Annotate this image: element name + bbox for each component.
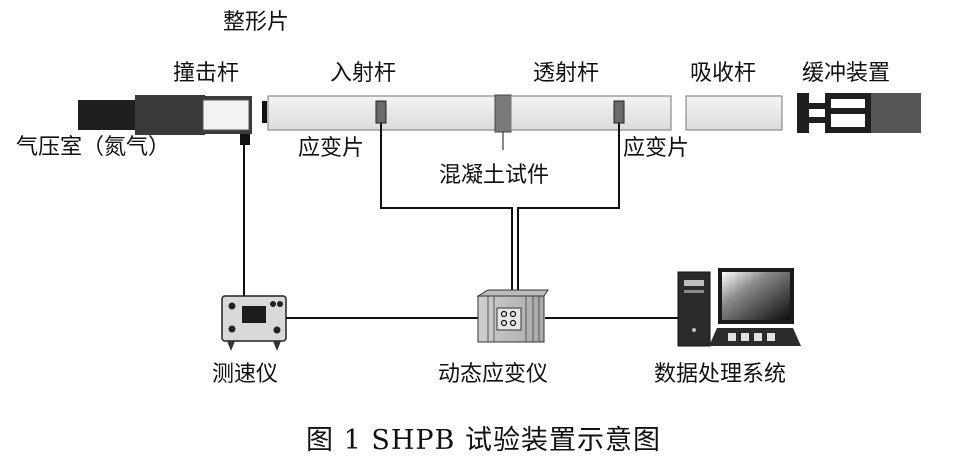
buffer-device-label: 缓冲装置 (802, 61, 891, 86)
monitor-icon (718, 268, 794, 324)
velocimeter-icon (221, 295, 287, 351)
concrete-specimen (494, 94, 512, 133)
computer-tower-icon (677, 271, 711, 347)
absorption-bar-label: 吸收杆 (690, 61, 757, 86)
keyboard-icon (709, 328, 801, 346)
absorption-bar (685, 95, 783, 131)
transmission-bar (510, 95, 672, 131)
strain-gauge-right-label: 应变片 (623, 136, 690, 161)
strain-gauge-left (375, 100, 387, 124)
strain-meter-icon (476, 289, 549, 343)
concrete-specimen-label: 混凝土试件 (439, 163, 550, 188)
pulse-shaper-label: 整形片 (223, 10, 290, 35)
striker-bar (200, 96, 252, 145)
figure-caption: 图 1 SHPB 试验装置示意图 (306, 425, 661, 456)
wiring (243, 123, 690, 319)
dynamic-strain-meter-label: 动态应变仪 (438, 362, 549, 387)
strain-gauge-right (613, 100, 625, 124)
velocimeter-label: 测速仪 (212, 362, 279, 387)
pulse-shaper (262, 101, 267, 123)
data-processing-system-label: 数据处理系统 (654, 362, 787, 387)
buffer-device (797, 93, 921, 133)
incident-bar-label: 入射杆 (330, 61, 397, 86)
strain-gauge-left-label: 应变片 (298, 136, 365, 161)
striker-bar-label: 撞击杆 (173, 61, 240, 86)
gas-chamber (78, 95, 205, 135)
transmission-bar-label: 透射杆 (533, 61, 600, 86)
gas-chamber-label: 气压室（氮气） (16, 135, 171, 160)
